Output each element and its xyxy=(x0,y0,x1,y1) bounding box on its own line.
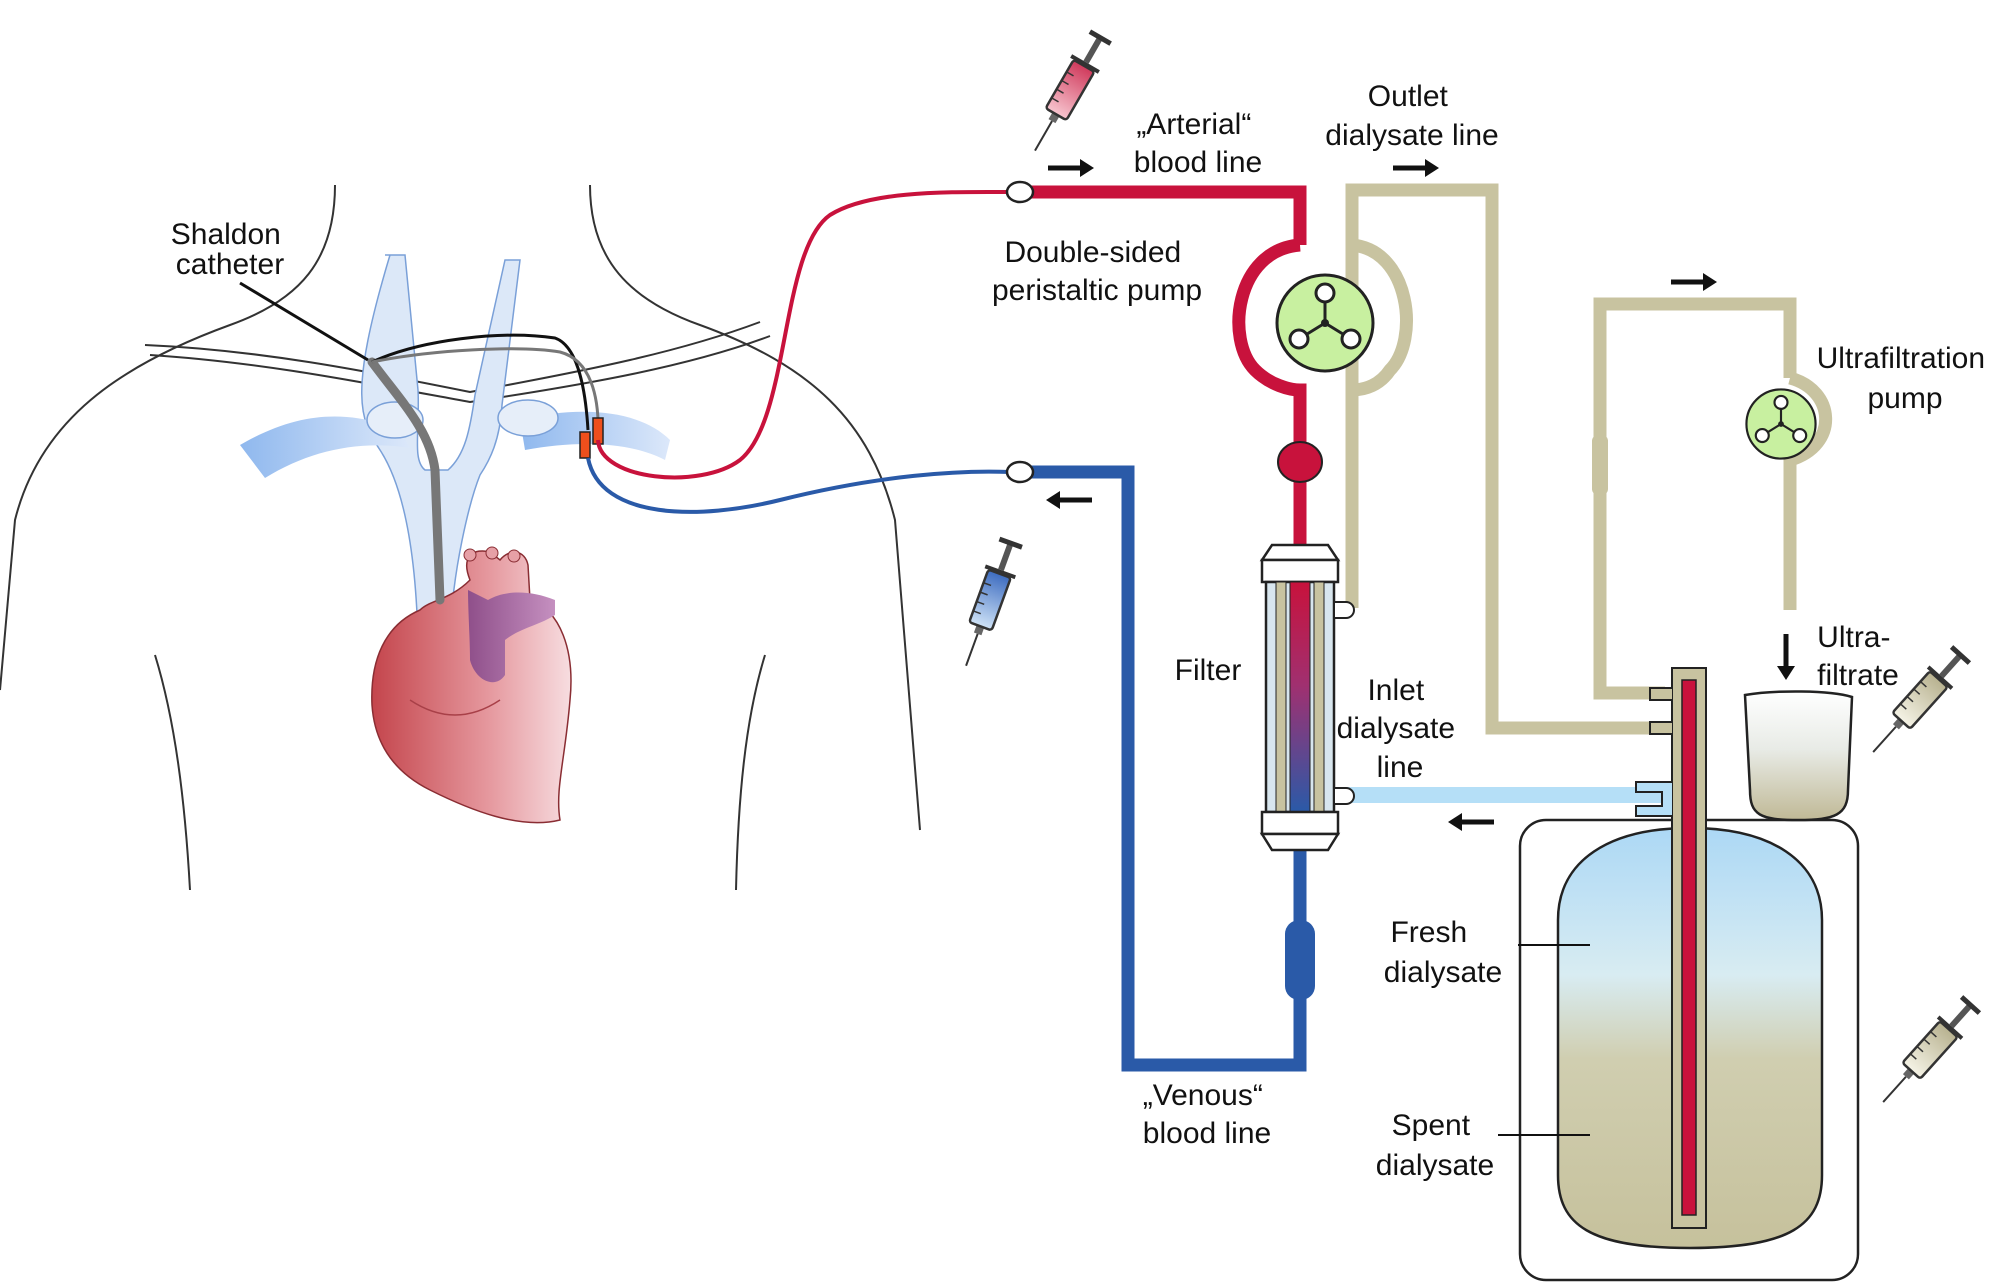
syringe-icon xyxy=(1019,26,1117,160)
label-double-sided-pump: Double-sided peristaltic pump xyxy=(992,236,1202,307)
label-arterial-blood-line: „Arterial“ blood line xyxy=(1134,108,1262,179)
label-fresh-dialysate: Fresh dialysate xyxy=(1384,916,1502,989)
drip-chamber-arterial xyxy=(1277,441,1323,483)
torso-outline xyxy=(0,184,921,891)
ultrafiltration-line xyxy=(1593,297,1833,700)
label-inlet-dialysate-line: Inlet dialysate line xyxy=(1337,674,1464,784)
outlet-dialysate-line xyxy=(1345,183,1665,735)
label-outlet-dialysate-line: Outlet dialysate line xyxy=(1325,80,1498,152)
label-ultrafiltration-pump: Ultrafiltration pump xyxy=(1817,342,1994,415)
syringe-icon xyxy=(1870,991,1986,1114)
heart-icon xyxy=(371,546,572,824)
label-shaldon-catheter: Shaldon catheter xyxy=(171,218,289,281)
arterial-connector xyxy=(1005,180,1035,204)
drip-chamber-venous xyxy=(1285,920,1315,1000)
ultrafiltration-line-clamp xyxy=(1592,435,1608,495)
label-spent-dialysate: Spent dialysate xyxy=(1376,1109,1494,1182)
vein-system xyxy=(240,254,670,641)
label-leaders xyxy=(1498,944,1590,1136)
ultrafiltrate-beaker xyxy=(1743,690,1854,822)
shaldon-catheter xyxy=(239,281,604,605)
ultrafiltration-pump-icon xyxy=(1745,388,1817,460)
dialysis-filter xyxy=(1259,543,1355,852)
venous-connector xyxy=(1005,460,1035,484)
peristaltic-pump-icon xyxy=(1275,273,1375,373)
label-venous-blood-line: „Venous“ blood line xyxy=(1143,1079,1271,1150)
syringe-icon xyxy=(949,534,1028,673)
venous-blood-line xyxy=(586,457,1307,1072)
arterial-blood-line xyxy=(596,185,1307,560)
label-ultrafiltrate: Ultra- filtrate xyxy=(1817,621,1899,692)
dialysate-tank xyxy=(1518,667,1860,1282)
label-filter: Filter xyxy=(1175,654,1242,687)
